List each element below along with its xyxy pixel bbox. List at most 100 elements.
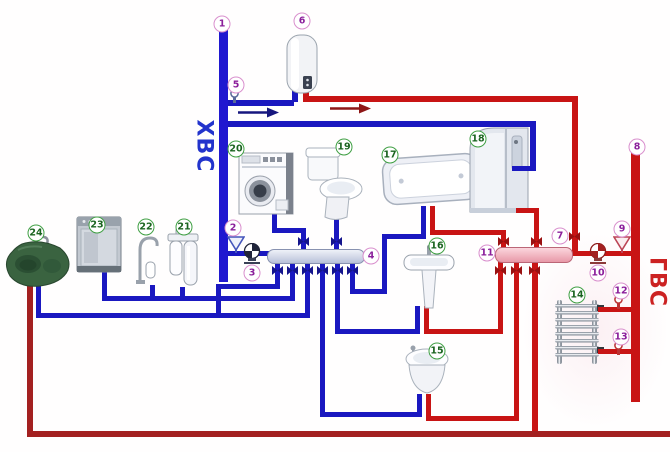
marker-12: 12 — [612, 282, 630, 300]
marker-2: 2 — [224, 219, 242, 237]
pipe-shower-hot-up — [534, 208, 539, 252]
shower-cabin — [469, 127, 529, 213]
pipe-tub-hot-up — [501, 230, 506, 252]
pipe-tub-cold-down — [350, 261, 355, 294]
marker-13: 13 — [612, 328, 630, 346]
marker-24: 24 — [27, 224, 45, 242]
pipe-washer-elbow — [272, 228, 306, 233]
pipe-cold-shower-stub — [512, 166, 534, 171]
valve-icon — [498, 237, 509, 246]
marker-16: 16 — [428, 237, 446, 255]
washing-machine — [238, 152, 294, 215]
pipe-basin-hot-line — [424, 329, 503, 334]
pipe-tub-hot-line — [430, 230, 506, 235]
cold-manifold — [267, 249, 365, 264]
marker-22: 22 — [137, 218, 155, 236]
marker-3: 3 — [243, 264, 261, 282]
marker-7: 7 — [551, 227, 569, 245]
water-heater — [286, 34, 318, 94]
marker-20: 20 — [227, 140, 245, 158]
pipe-basin-cold-up — [415, 306, 420, 333]
cold-strainer-valve — [227, 236, 245, 253]
pipe-bidet-hot-line — [426, 416, 519, 421]
valve-icon — [531, 237, 542, 246]
pipe-towel-stub-top — [598, 307, 634, 312]
marker-15: 15 — [428, 342, 446, 360]
water-filter-unit — [167, 227, 199, 286]
marker-9: 9 — [613, 220, 631, 238]
hot-flow-arrow — [330, 103, 371, 114]
pipe-outlet2-down — [290, 261, 295, 301]
cold-riser-pipe — [219, 25, 228, 282]
pipe-bidet-hot-up — [426, 394, 431, 420]
pipe-hot-main-down — [572, 96, 578, 254]
marker-11: 11 — [478, 244, 496, 262]
marker-18: 18 — [469, 130, 487, 148]
pipe-tub-hot-stub — [430, 206, 435, 235]
valve-icon — [332, 266, 343, 275]
valve-icon — [347, 266, 358, 275]
marker-5: 5 — [227, 76, 245, 94]
pipe-kitchen-hot-down — [532, 261, 538, 435]
pipe-hot-main — [303, 96, 578, 102]
pipe-bidet-cold-up — [417, 394, 422, 417]
pipe-bidet-cold-down — [320, 261, 325, 417]
hot-riser-pipe — [631, 150, 640, 402]
pipe-shower-hot-stub — [516, 208, 539, 213]
valve-icon — [298, 237, 309, 246]
hot-strainer-valve — [613, 236, 631, 253]
valve-icon — [302, 266, 313, 275]
pipe-outlet1-down2 — [216, 284, 221, 318]
marker-21: 21 — [175, 218, 193, 236]
pipe-cold-top-main — [228, 121, 536, 127]
cold-flow-arrow — [238, 107, 279, 118]
pipe-bidet-hot-down — [514, 261, 519, 421]
hot-ball-valve — [589, 243, 607, 264]
pipe-cold-shower-down — [530, 121, 536, 171]
pipe-tub-cold-top — [382, 234, 426, 239]
marker-17: 17 — [381, 146, 399, 164]
valve-icon — [569, 232, 580, 241]
pipe-filter22-stub — [150, 285, 155, 301]
valve-icon — [317, 266, 328, 275]
pipe-basin-hot-down — [498, 261, 503, 334]
pipe-washer-drop — [272, 212, 277, 232]
pipe-filter21-stub — [180, 287, 185, 301]
pipe-bidet-cold-line — [320, 412, 422, 417]
cold-riser-label: ХВС — [191, 119, 217, 173]
pipe-kitchen-hot-up — [27, 283, 33, 433]
valve-icon — [495, 266, 506, 275]
pipe-outlet1-down — [275, 261, 280, 289]
hot-riser-label: ГВС — [644, 257, 670, 307]
marker-19: 19 — [335, 138, 353, 156]
pipe-basin-cold-line — [335, 329, 420, 334]
pipe-tub-cold-stub — [421, 206, 426, 239]
pipe-washer-to-manifold — [301, 228, 306, 252]
kitchen-sink — [6, 235, 70, 287]
pipe-dishwasher-drop — [102, 270, 107, 301]
valve-icon — [529, 266, 540, 275]
pipe-tub-cold-elbow — [350, 289, 387, 294]
marker-14: 14 — [568, 286, 586, 304]
pipe-filters-line — [102, 296, 295, 301]
pipe-outlet3-down — [305, 261, 310, 318]
marker-10: 10 — [589, 264, 607, 282]
pipe-cold-heater-feed — [228, 100, 294, 106]
pipe-heater-out — [303, 88, 309, 100]
valve-icon — [331, 237, 342, 246]
valve-icon — [511, 266, 522, 275]
marker-1: 1 — [213, 15, 231, 33]
toilet — [305, 147, 363, 220]
washbasin — [403, 245, 455, 309]
valve-icon — [287, 266, 298, 275]
pipe-toilet-drop — [334, 215, 339, 252]
marker-8: 8 — [628, 138, 646, 156]
pipe-kitchen-cold-line — [36, 313, 310, 318]
pipe-cold-heater-up — [292, 88, 298, 102]
marker-6: 6 — [293, 12, 311, 30]
marker-4: 4 — [362, 247, 380, 265]
marker-23: 23 — [88, 216, 106, 234]
pipe-outlet1-left — [216, 284, 280, 289]
cold-ball-valve — [243, 243, 261, 264]
pipe-towel-stub-bottom — [598, 349, 634, 354]
